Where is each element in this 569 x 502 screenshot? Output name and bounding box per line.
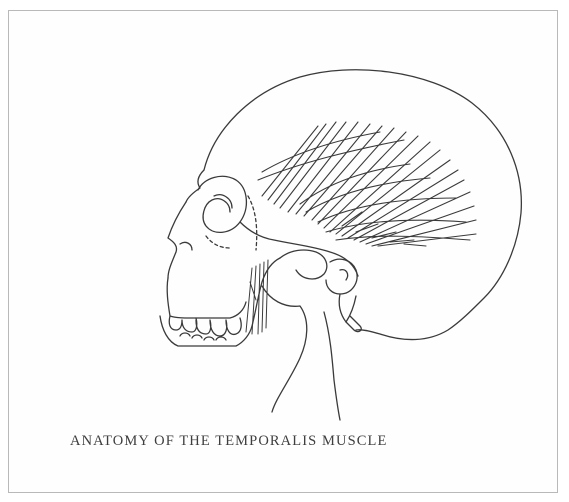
facial-suture-dashed xyxy=(206,236,230,248)
eye-socket xyxy=(198,176,246,232)
nasal-bone xyxy=(168,202,186,278)
masseter-strands xyxy=(246,260,268,334)
temporalis-muscle xyxy=(258,122,476,246)
spine-contour xyxy=(324,312,340,420)
zygoma-dashed xyxy=(248,196,257,250)
neck-contour xyxy=(262,286,307,412)
nasal-cavity xyxy=(180,242,192,250)
upper-teeth xyxy=(169,316,241,336)
figure-caption: ANATOMY OF THE TEMPORALIS MUSCLE xyxy=(70,433,387,450)
mastoid-process xyxy=(339,294,356,322)
ear-canal xyxy=(326,259,357,294)
maxilla xyxy=(167,278,246,318)
ear-canal-inner xyxy=(340,270,348,280)
mandibular-condyle xyxy=(280,250,327,279)
mandible xyxy=(160,258,280,346)
